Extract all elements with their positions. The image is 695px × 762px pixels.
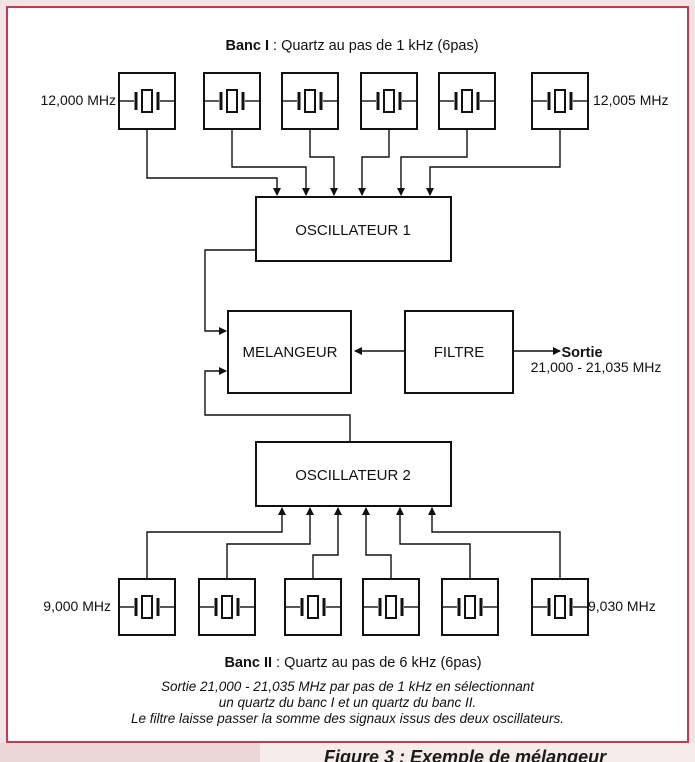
- crystal-body: [226, 89, 238, 113]
- mixer-label: MELANGEUR: [242, 344, 337, 361]
- bank1-crystal-3: [281, 72, 339, 130]
- crystal-body: [141, 595, 153, 619]
- figure-caption: Figure 3 : Exemple de mélangeur: [324, 747, 607, 762]
- crystal-body: [304, 89, 316, 113]
- crystal-body: [464, 595, 476, 619]
- note-line-2: un quartz du banc I et un quartz du banc…: [218, 695, 477, 710]
- bank1-crystals: [118, 72, 589, 130]
- bank1-label-right: 12,005 MHz: [593, 92, 668, 108]
- bank2-crystal-1: [118, 578, 176, 636]
- bank2-crystal-5: [441, 578, 499, 636]
- bank1-title: Banc I : Quartz au pas de 1 kHz (6pas): [225, 38, 478, 54]
- oscillator-2-label: OSCILLATEUR 2: [295, 467, 411, 484]
- bank1-wire-4: [358, 129, 390, 196]
- bank1-crystal-6: [531, 72, 589, 130]
- output-label: Sortie: [561, 345, 602, 361]
- bank2-crystal-4: [362, 578, 420, 636]
- bank2-label-right: 9,030 MHz: [588, 598, 656, 614]
- bank1-wire-5: [397, 129, 468, 196]
- bank2-label-left: 9,000 MHz: [43, 598, 111, 614]
- crystal-body: [307, 595, 319, 619]
- bank2-crystal-2: [198, 578, 256, 636]
- bank1-crystal-5: [438, 72, 496, 130]
- bank1-crystal-2: [203, 72, 261, 130]
- bank2-crystal-6: [531, 578, 589, 636]
- bank1-wire-1: [146, 129, 281, 196]
- bank2-wire-6: [428, 507, 561, 579]
- bank1-wire-3: [309, 129, 338, 196]
- bank2-wire-1: [146, 507, 286, 579]
- crystal-body: [383, 89, 395, 113]
- bank1-wire-2: [231, 129, 310, 196]
- crystal-body: [461, 89, 473, 113]
- oscillator-1-label: OSCILLATEUR 1: [295, 222, 411, 239]
- bank2-wire-4: [362, 507, 392, 579]
- filter-label: FILTRE: [434, 344, 485, 361]
- crystal-body: [141, 89, 153, 113]
- crystal-body: [554, 595, 566, 619]
- bank1-crystal-4: [360, 72, 418, 130]
- crystal-body: [221, 595, 233, 619]
- bank2-wire-5: [396, 507, 471, 579]
- bank2-title: Banc II : Quartz au pas de 6 kHz (6pas): [224, 655, 481, 671]
- bank2-wire-3: [312, 507, 342, 579]
- bank2-crystal-3: [284, 578, 342, 636]
- crystal-body: [554, 89, 566, 113]
- note-line-3: Le filtre laisse passer la somme des sig…: [131, 711, 564, 726]
- mixer-box: [227, 310, 352, 394]
- oscillator-1-box: [255, 196, 452, 262]
- bank2-wire-2: [226, 507, 314, 579]
- bank1-crystal-1: [118, 72, 176, 130]
- bank2-crystals: [118, 578, 589, 636]
- filter-box: [404, 310, 514, 394]
- bank1-wire-6: [426, 129, 561, 196]
- output-range: 21,000 - 21,035 MHz: [531, 359, 662, 375]
- osc1-to-mixer-wire: [204, 249, 256, 335]
- osc2-to-mixer-wire: [204, 367, 351, 442]
- bottom-strip: [0, 743, 695, 762]
- oscillator-2-box: [255, 441, 452, 507]
- bank1-wires: [146, 129, 561, 196]
- crystal-body: [385, 595, 397, 619]
- bank1-label-left: 12,000 MHz: [41, 92, 116, 108]
- bank2-wires: [146, 507, 561, 579]
- note-line-1: Sortie 21,000 - 21,035 MHz par pas de 1 …: [161, 679, 534, 694]
